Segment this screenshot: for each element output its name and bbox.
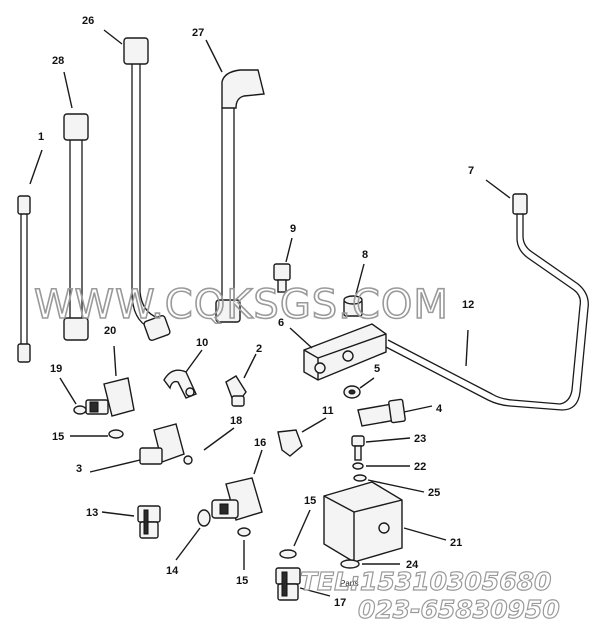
screw-23 xyxy=(351,435,365,461)
hose-28 xyxy=(63,113,89,341)
label-9: 9 xyxy=(290,223,296,235)
label-15-bottom: 15 xyxy=(236,575,248,587)
hose-1 xyxy=(17,195,31,363)
label-11: 11 xyxy=(322,405,334,417)
elbow-16 xyxy=(211,477,263,521)
label-21: 21 xyxy=(450,537,462,549)
watermark-tel: TEL:15310305680 xyxy=(300,567,551,596)
label-8: 8 xyxy=(362,249,368,261)
label-26: 26 xyxy=(82,15,94,27)
elbow-20 xyxy=(85,377,135,417)
fitting-9 xyxy=(273,263,291,293)
label-13: 13 xyxy=(86,507,98,519)
label-1: 1 xyxy=(38,131,44,143)
oring-19 xyxy=(73,405,87,415)
bolt-4 xyxy=(357,398,406,427)
washer-5 xyxy=(343,385,361,399)
label-23: 23 xyxy=(414,433,426,445)
tube-12 xyxy=(383,193,589,411)
label-18: 18 xyxy=(230,415,242,427)
label-7: 7 xyxy=(468,165,474,177)
leader-lines xyxy=(29,29,511,597)
label-12: 12 xyxy=(462,299,474,311)
label-25: 25 xyxy=(428,487,440,499)
label-27: 27 xyxy=(192,27,204,39)
elbow-11 xyxy=(277,429,303,457)
oring-15a xyxy=(108,429,124,439)
elbow-2 xyxy=(225,375,247,407)
oring-24 xyxy=(340,559,360,569)
label-14: 14 xyxy=(166,565,179,577)
hose-27 xyxy=(215,69,265,323)
adapter-17 xyxy=(275,567,301,601)
label-24: 24 xyxy=(406,559,419,571)
hose-26 xyxy=(123,37,171,342)
washer-22 xyxy=(352,462,364,470)
label-16: 16 xyxy=(254,437,266,449)
oring-15c xyxy=(279,549,297,559)
oring-15b xyxy=(237,527,251,537)
label-2: 2 xyxy=(256,343,262,355)
elbow-3 xyxy=(139,423,193,465)
label-5: 5 xyxy=(374,363,380,375)
label-17: 17 xyxy=(334,597,346,609)
washer-25 xyxy=(353,474,367,482)
callout-labels: 1 28 26 27 7 9 8 6 12 5 4 2 10 20 19 15 … xyxy=(38,15,474,609)
label-3: 3 xyxy=(76,463,82,475)
watermark-url: WWW.CQKSGS.COM xyxy=(34,282,449,328)
oring-14 xyxy=(197,509,211,527)
label-15-right: 15 xyxy=(304,495,316,507)
label-19: 19 xyxy=(50,363,62,375)
label-15-left: 15 xyxy=(52,431,64,443)
stamp-text: Parts xyxy=(340,579,359,588)
label-6: 6 xyxy=(278,317,284,329)
clamp-10 xyxy=(163,369,197,399)
label-4: 4 xyxy=(436,403,443,415)
fitting-8 xyxy=(343,295,363,317)
bracket-6 xyxy=(303,323,387,381)
block-21 xyxy=(323,481,403,563)
label-28: 28 xyxy=(52,55,64,67)
label-10: 10 xyxy=(196,337,208,349)
label-20: 20 xyxy=(104,325,116,337)
label-22: 22 xyxy=(414,461,426,473)
adapter-13 xyxy=(137,505,161,539)
watermark-phone: 023-65830950 xyxy=(358,595,560,624)
